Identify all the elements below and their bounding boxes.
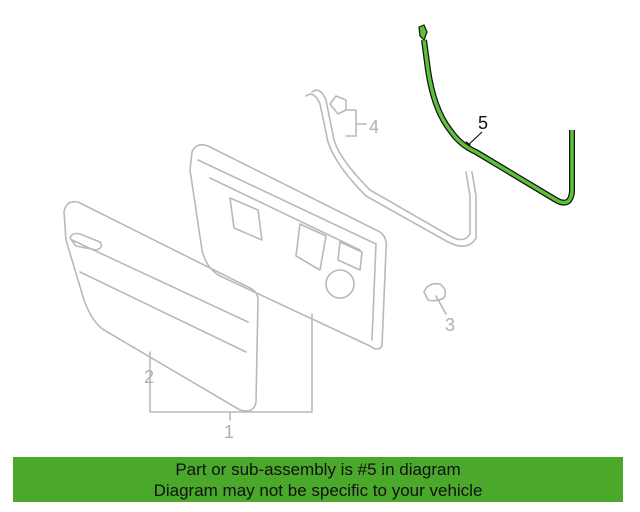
callout-1: 1: [224, 422, 234, 442]
outer-door-panel: [63, 200, 259, 412]
callout-2: 2: [144, 367, 154, 387]
weatherstrip: [305, 89, 477, 247]
inner-door-panel: [189, 144, 388, 350]
banner-line-2: Diagram may not be specific to your vehi…: [153, 481, 483, 500]
info-banner: Part or sub-assembly is #5 in diagram Di…: [13, 457, 623, 502]
callout-3: 3: [445, 315, 455, 335]
seal-strip-highlighted[interactable]: [418, 24, 575, 206]
plug: [423, 282, 447, 302]
callout-5: 5: [478, 113, 488, 133]
callout-leaders: [149, 109, 483, 421]
callout-4: 4: [369, 117, 379, 137]
banner-line-1: Part or sub-assembly is #5 in diagram: [175, 460, 461, 479]
